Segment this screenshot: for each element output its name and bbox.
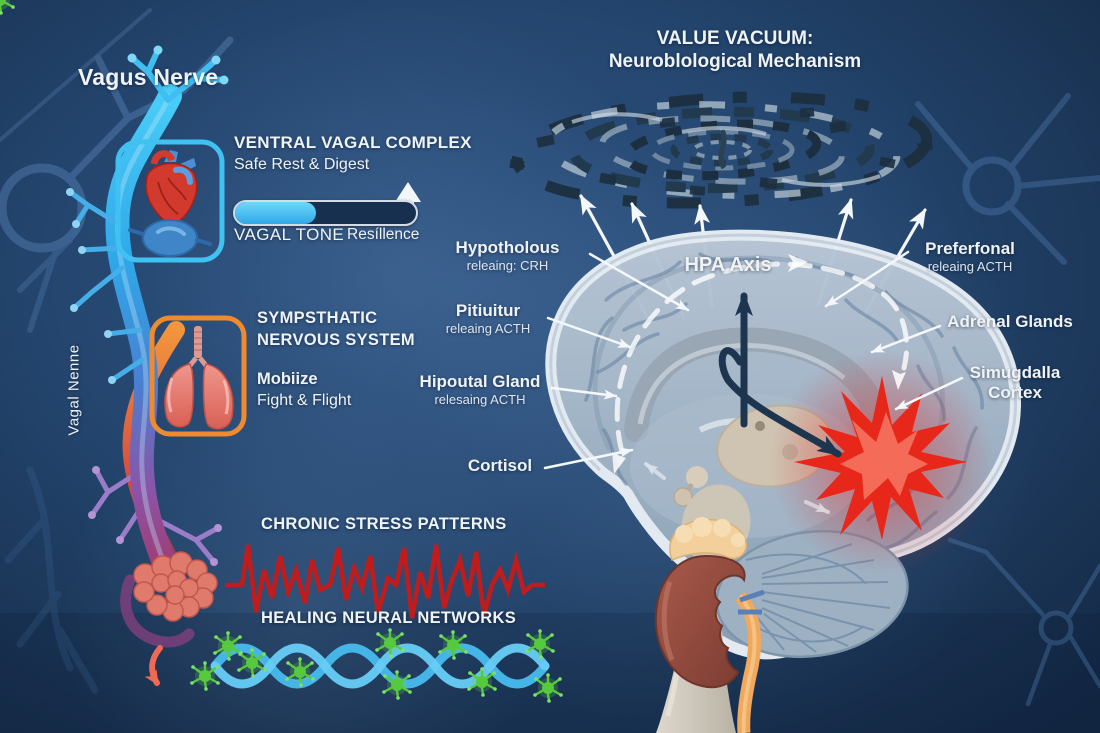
fight-flight-label: Fight & Flight bbox=[257, 392, 352, 409]
vagal-tone-bar bbox=[233, 200, 418, 226]
background-neuron-right bbox=[915, 93, 1100, 265]
ventral-vagal-title: VENTRAL VAGAL COMPLEX bbox=[234, 133, 472, 152]
hippocampal-name: Hipoutal Gland bbox=[419, 372, 541, 391]
pituitary-region bbox=[673, 487, 693, 507]
background-neuron-topleft bbox=[0, 8, 234, 333]
hippocampal-sub: relesaing ACTH bbox=[434, 392, 526, 407]
amygdala-name: Simugdalla bbox=[969, 363, 1061, 382]
vagal-tone-fill bbox=[235, 202, 317, 224]
lungs-box bbox=[149, 315, 247, 437]
gut-arrow bbox=[144, 645, 163, 686]
healing-networks-title: HEALING NEURAL NETWORKS bbox=[261, 609, 517, 627]
cortisol-label: Cortisol bbox=[467, 456, 533, 475]
hippocampal-label: Hipoutal Gland relesaing ACTH bbox=[400, 372, 560, 407]
mobilize-label: Mobiize bbox=[257, 370, 318, 388]
prefrontal-sub: releaing ACTH bbox=[927, 259, 1013, 274]
vagal-tone-label: VAGAL TONE bbox=[234, 225, 345, 244]
intestine-illustration bbox=[120, 551, 218, 648]
amygdala-label: Simugdalla Cortex bbox=[950, 363, 1080, 403]
prefrontal-label: Preferfonal releaing ACTH bbox=[890, 239, 1050, 274]
vagus-nerve-illustration bbox=[66, 45, 421, 686]
hypothalamus-region bbox=[686, 466, 708, 488]
hypothalamus-sub: releaing: CRH bbox=[466, 258, 549, 273]
stress-waveform bbox=[225, 544, 545, 619]
background-neuron-bottomleft bbox=[4, 466, 99, 694]
background-neuron-bottomright bbox=[947, 537, 1100, 707]
vagus-upper-branches bbox=[127, 45, 229, 103]
ventral-vagal-subtitle: Safe Rest & Digest bbox=[234, 156, 370, 173]
chronic-stress-title: CHRONIC STRESS PATTERNS bbox=[261, 515, 507, 533]
main-title-line2: Neuroblological Mechanism bbox=[608, 51, 862, 72]
amygdala-sub: Cortex bbox=[988, 383, 1042, 402]
hpa-dark-arrows bbox=[718, 292, 842, 458]
lungs-icon bbox=[164, 326, 234, 430]
label-pointer-arrows bbox=[543, 250, 964, 470]
stomach-icon bbox=[128, 219, 212, 257]
heart-box bbox=[115, 139, 225, 263]
prefrontal-name: Preferfonal bbox=[925, 239, 1015, 258]
pituitary-sub: releaing ACTH bbox=[445, 321, 531, 336]
sympathetic-title-line2: NERVOUS SYSTEM bbox=[257, 331, 415, 349]
adrenal-gland bbox=[669, 517, 748, 562]
neuron-cells bbox=[0, 0, 564, 704]
resilience-label: Resíllence bbox=[347, 226, 420, 243]
pituitary-label: Pitiuitur releaing ACTH bbox=[408, 301, 568, 336]
heart-icon bbox=[145, 150, 198, 227]
hypothalamus-name: Hypotholous bbox=[455, 238, 560, 257]
main-title: VALUE VACUUM: Neuroblological Mechanism bbox=[560, 27, 910, 73]
vagus-nerve-title: Vagus Nerve bbox=[78, 64, 219, 90]
sympathetic-title-line1: SYMPSTHATIC bbox=[257, 309, 378, 327]
kidney-illustration bbox=[654, 517, 765, 733]
vagus-trunk bbox=[105, 84, 182, 587]
adrenal-glands-label: Adrenal Glands bbox=[947, 312, 1073, 331]
vagal-nerve-vertical-label: Vagal Nenne bbox=[65, 344, 83, 436]
hpa-axis-label: HPA Axis bbox=[684, 254, 772, 276]
hypothalamus-label: Hypotholous releaing: CRH bbox=[430, 238, 585, 273]
healing-helix bbox=[0, 0, 564, 704]
pituitary-name: Pitiuitur bbox=[455, 301, 521, 320]
hpa-dashed-path bbox=[612, 254, 910, 514]
main-title-line1: VALUE VACUUM: bbox=[656, 28, 814, 49]
